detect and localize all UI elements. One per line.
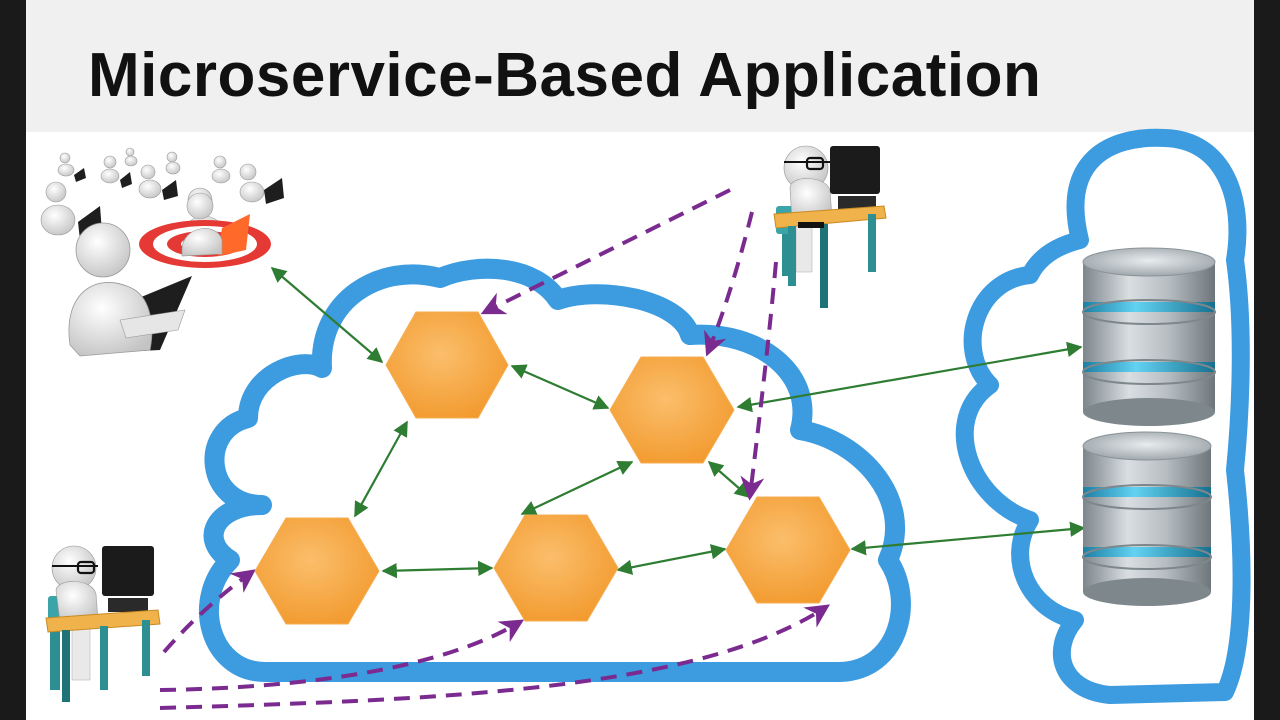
- arrow-service3-service4: [381, 560, 494, 579]
- service-hexagon-5: [725, 496, 851, 604]
- request-dev-bottom-service4: [159, 619, 525, 692]
- request-dev-top-service1: [480, 188, 731, 315]
- arrow-crowd-service1: [270, 266, 384, 364]
- service-hexagon-1: [385, 311, 509, 419]
- arrow-service5-db2: [850, 521, 1086, 556]
- service-hexagon-2: [609, 356, 735, 464]
- user-crowd-illustration: [40, 147, 284, 357]
- service-hexagon-3: [254, 517, 380, 625]
- page-title: Microservice-Based Application: [88, 41, 1042, 110]
- arrow-service1-service2: [510, 364, 610, 410]
- database-icon-1: [1082, 247, 1216, 426]
- arrow-service4-service5: [616, 544, 727, 575]
- developer-top-illustration: [773, 145, 887, 308]
- request-dev-bottom-service5: [159, 604, 831, 710]
- purple-dashed-arrows: [159, 188, 831, 710]
- arrow-service2-service4: [520, 460, 634, 516]
- request-dev-top-service5: [740, 261, 778, 501]
- title-band: [26, 0, 1254, 132]
- green-arrows: [270, 266, 1086, 579]
- arrow-service1-service3: [354, 420, 408, 518]
- microservices: [254, 311, 851, 625]
- arrow-service2-db1: [736, 341, 1083, 413]
- database-icon-2: [1082, 431, 1212, 606]
- request-dev-bottom-service3: [162, 569, 256, 654]
- arrow-service2-service5: [707, 460, 751, 499]
- service-hexagon-4: [493, 514, 619, 622]
- request-dev-top-service2: [704, 211, 754, 357]
- developer-bottom-illustration: [45, 545, 161, 702]
